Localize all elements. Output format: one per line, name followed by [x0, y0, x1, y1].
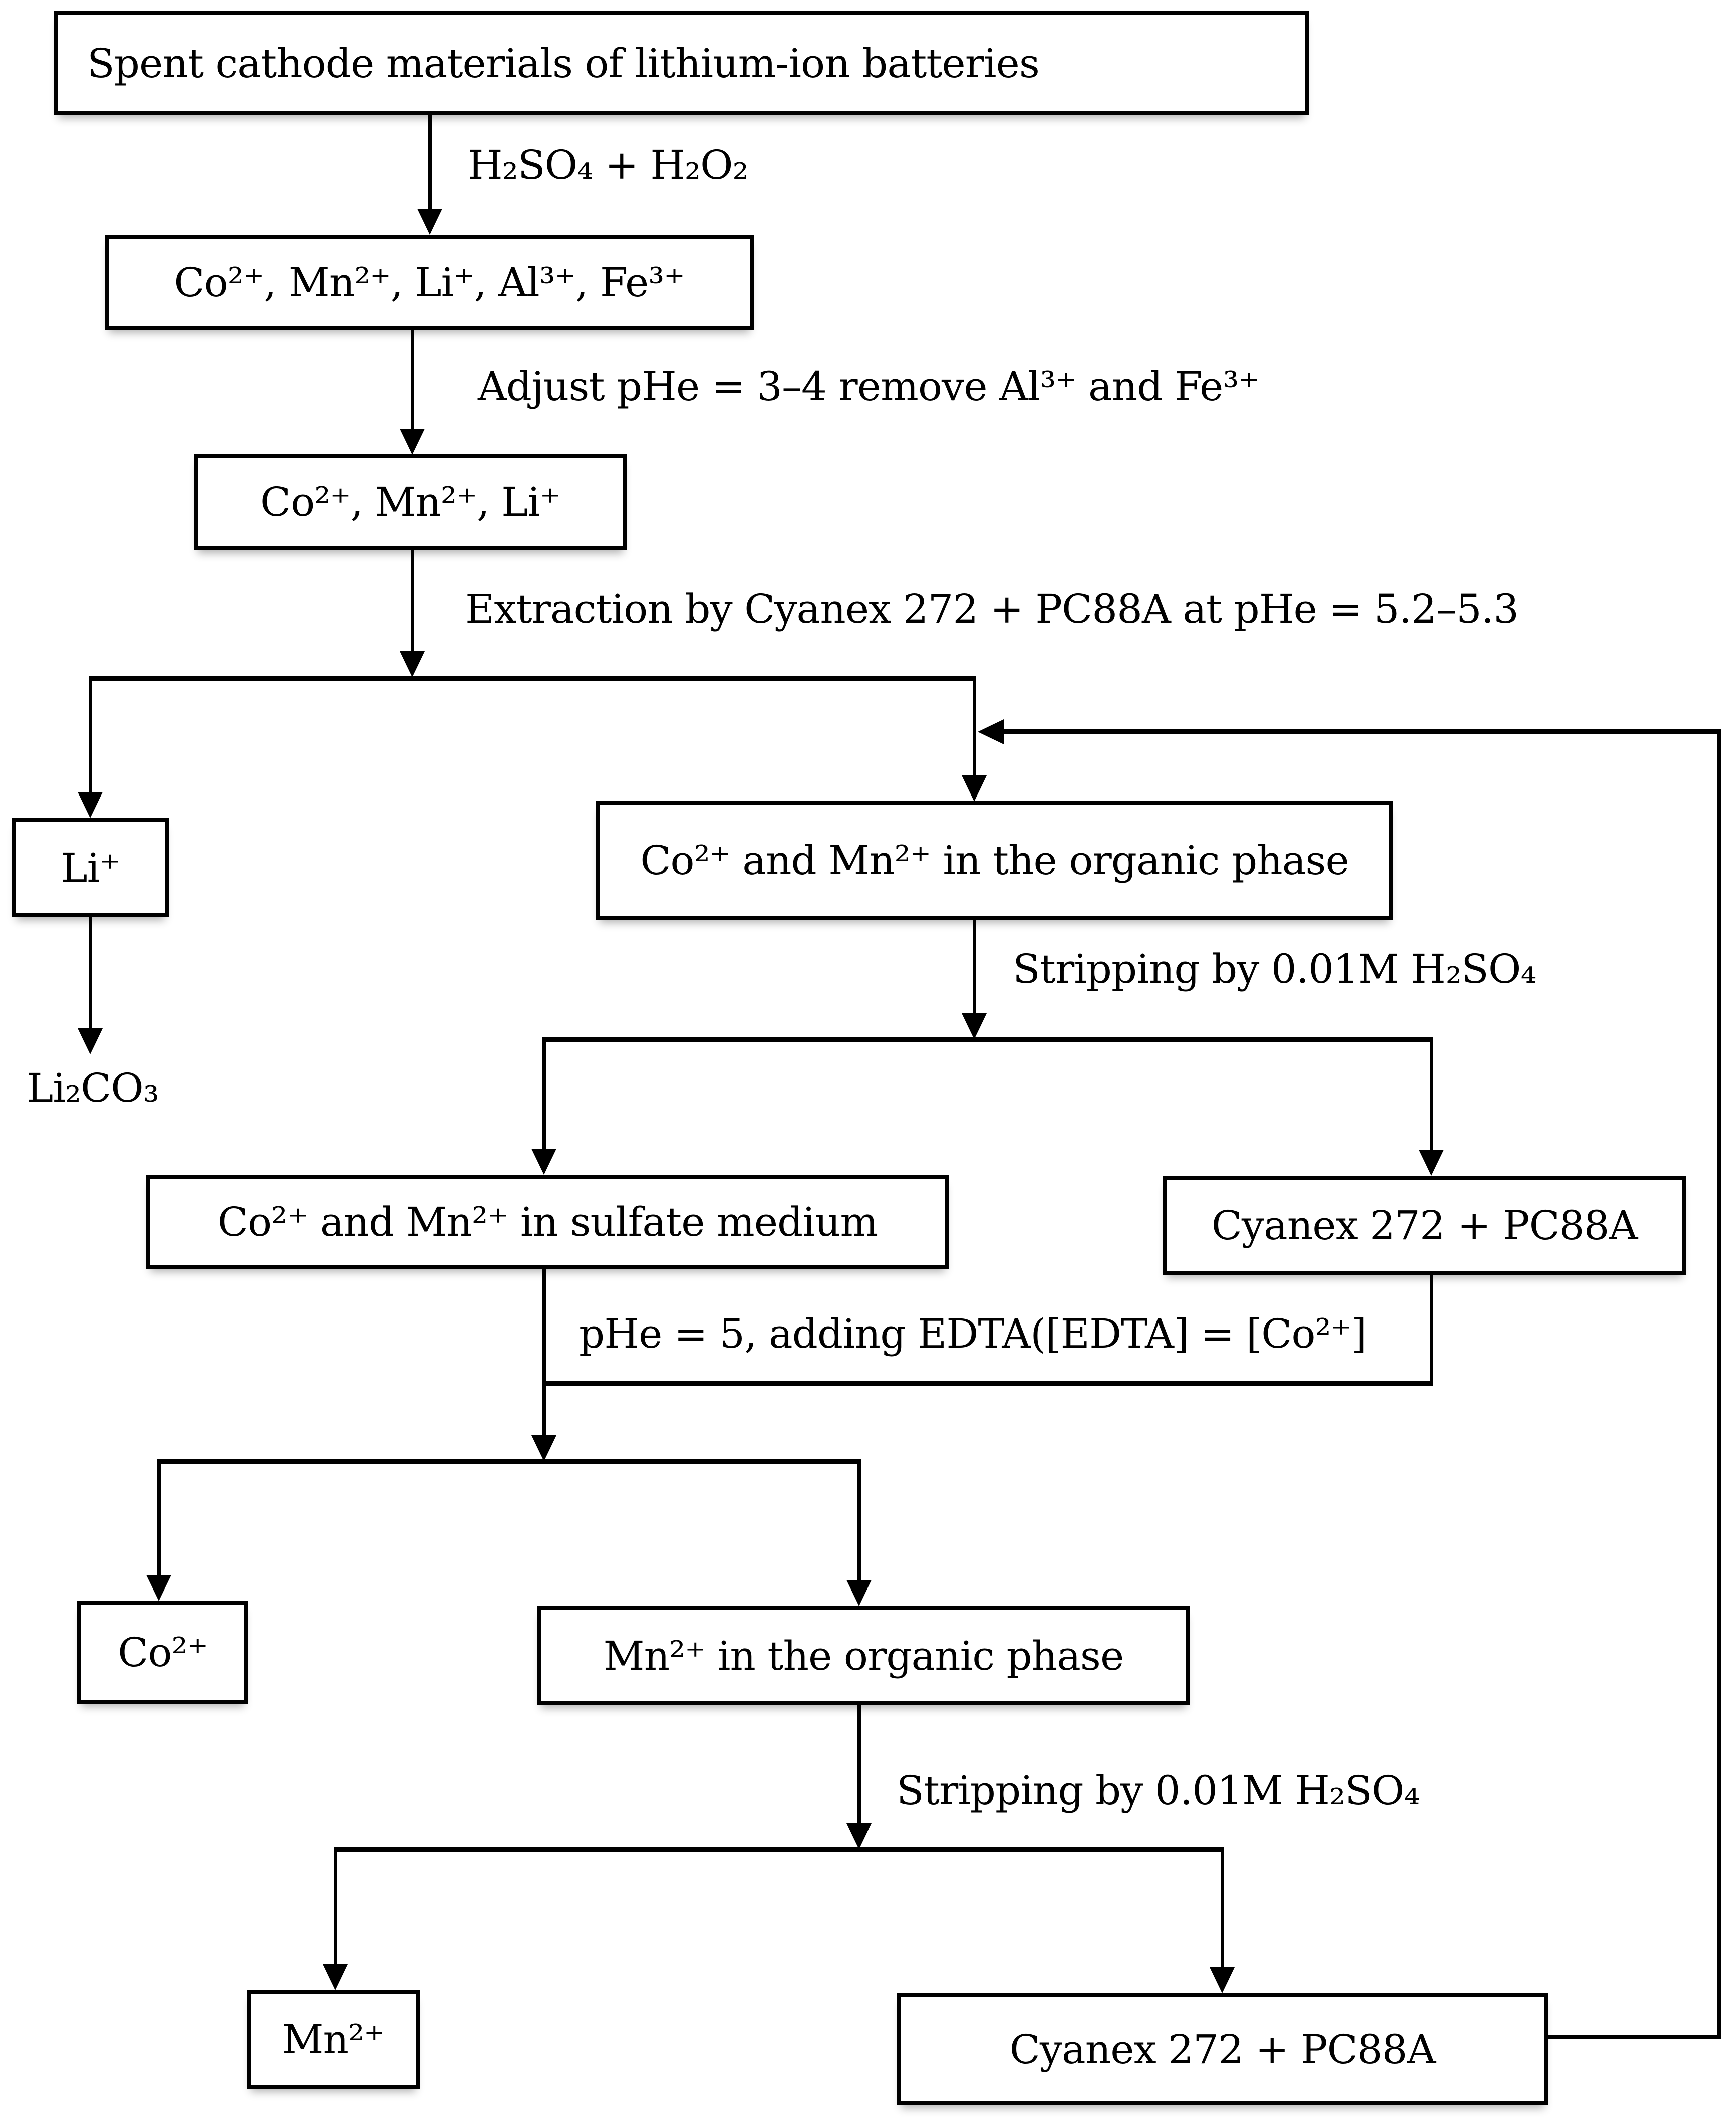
connector-split1-bar [89, 676, 976, 681]
node-mn-organic: Mn²⁺ in the organic phase [537, 1606, 1190, 1705]
edge-label-extraction: Extraction by Cyanex 272 + PC88A at pHe … [465, 586, 1519, 632]
node-co-mn-organic: Co²⁺ and Mn²⁺ in the organic phase [596, 801, 1393, 920]
arrowhead-into-mn-organic [846, 1580, 872, 1606]
connector-split1-to-lithium [89, 678, 92, 794]
connector-split3-to-mn-organic [857, 1461, 861, 1582]
arrowhead-into-purified [400, 429, 425, 455]
connector-recycle-top [999, 729, 1721, 734]
node-mn-organic-label: Mn²⁺ in the organic phase [603, 1632, 1124, 1679]
node-lithium-carbonate: Li₂CO₃ [20, 1068, 165, 1108]
node-lithium-raffinate-label: Li⁺ [61, 844, 121, 891]
node-spent-cathode-label: Spent cathode materials of lithium-ion b… [87, 40, 1040, 87]
node-spent-cathode: Spent cathode materials of lithium-ion b… [54, 11, 1309, 115]
edge-label-stripping-mn: Stripping by 0.01M H₂SO₄ [897, 1767, 1420, 1814]
node-co-mn-sulfate-label: Co²⁺ and Mn²⁺ in sulfate medium [217, 1198, 878, 1245]
node-leach-liquor: Co²⁺, Mn²⁺, Li⁺, Al³⁺, Fe³⁺ [105, 235, 754, 330]
arrowhead-into-split4 [846, 1823, 872, 1849]
arrowhead-into-manganese [323, 1964, 348, 1990]
node-leach-liquor-label: Co²⁺, Mn²⁺, Li⁺, Al³⁺, Fe³⁺ [174, 259, 685, 306]
node-co-mn-organic-label: Co²⁺ and Mn²⁺ in the organic phase [640, 837, 1349, 884]
connector-mn-organic-to-split4 [857, 1705, 861, 1826]
node-manganese-product-label: Mn²⁺ [282, 2016, 385, 2063]
connector-purified-to-split1 [411, 550, 414, 654]
connector-lithium-to-carbonate [89, 917, 92, 1031]
arrowhead-into-cobalt [146, 1575, 171, 1601]
arrowhead-into-split1 [400, 651, 425, 677]
connector-split2-bar [542, 1037, 1433, 1042]
connector-spent-to-leach [428, 115, 432, 211]
node-purified-liquor-label: Co²⁺, Mn²⁺, Li⁺ [260, 478, 561, 525]
connector-split4-bar [334, 1847, 1224, 1852]
connector-split2-to-sulfate [542, 1039, 546, 1151]
node-co-mn-sulfate: Co²⁺ and Mn²⁺ in sulfate medium [146, 1175, 949, 1269]
connector-split2-to-regenerated [1430, 1039, 1433, 1152]
connector-recycle-right [1717, 729, 1721, 2039]
connector-split1-to-organic [973, 678, 976, 778]
connector-leach-to-purified [411, 330, 414, 431]
connector-recycle-bottom [1548, 2035, 1721, 2039]
node-lithium-raffinate: Li⁺ [12, 818, 169, 917]
node-regenerated-extractant: Cyanex 272 + PC88A [1163, 1176, 1686, 1275]
arrowhead-into-lithium [78, 792, 103, 818]
arrowhead-recycle-into-organic [978, 719, 1004, 744]
arrowhead-into-stripped [1210, 1967, 1235, 1993]
connector-sulfate-to-split3 [542, 1268, 546, 1438]
connector-split3-bar [157, 1459, 861, 1464]
connector-split3-to-cobalt [157, 1461, 161, 1577]
node-purified-liquor: Co²⁺, Mn²⁺, Li⁺ [194, 454, 627, 550]
node-lithium-carbonate-label: Li₂CO₃ [27, 1065, 159, 1111]
arrowhead-into-split2 [962, 1013, 987, 1039]
node-regenerated-extractant-label: Cyanex 272 + PC88A [1211, 1202, 1638, 1249]
edge-label-leaching: H₂SO₄ + H₂O₂ [468, 142, 749, 188]
connector-organic-to-split2 [973, 920, 976, 1016]
connector-regenerated-to-edta [1430, 1275, 1433, 1384]
arrowhead-into-leach [417, 209, 442, 235]
arrowhead-into-split3 [531, 1435, 556, 1461]
edge-label-edta-addition: pHe = 5, adding EDTA([EDTA] = [Co²⁺] [579, 1310, 1367, 1357]
node-cobalt-product-label: Co²⁺ [118, 1629, 208, 1676]
node-cobalt-product: Co²⁺ [77, 1601, 248, 1704]
connector-split4-to-manganese [334, 1849, 337, 1967]
edge-label-stripping-co-mn: Stripping by 0.01M H₂SO₄ [1013, 946, 1537, 992]
node-stripped-extractant: Cyanex 272 + PC88A [897, 1993, 1548, 2105]
connector-edta-bar [542, 1381, 1433, 1386]
node-stripped-extractant-label: Cyanex 272 + PC88A [1009, 2026, 1436, 2073]
arrowhead-into-carbonate [78, 1028, 103, 1054]
edge-label-ph-adjustment: Adjust pHe = 3–4 remove Al³⁺ and Fe³⁺ [478, 363, 1260, 410]
arrowhead-into-sulfate [531, 1149, 556, 1175]
node-manganese-product: Mn²⁺ [247, 1990, 420, 2089]
arrowhead-into-organic [962, 775, 987, 802]
arrowhead-into-regenerated [1419, 1150, 1444, 1176]
connector-split4-to-stripped [1221, 1849, 1224, 1970]
